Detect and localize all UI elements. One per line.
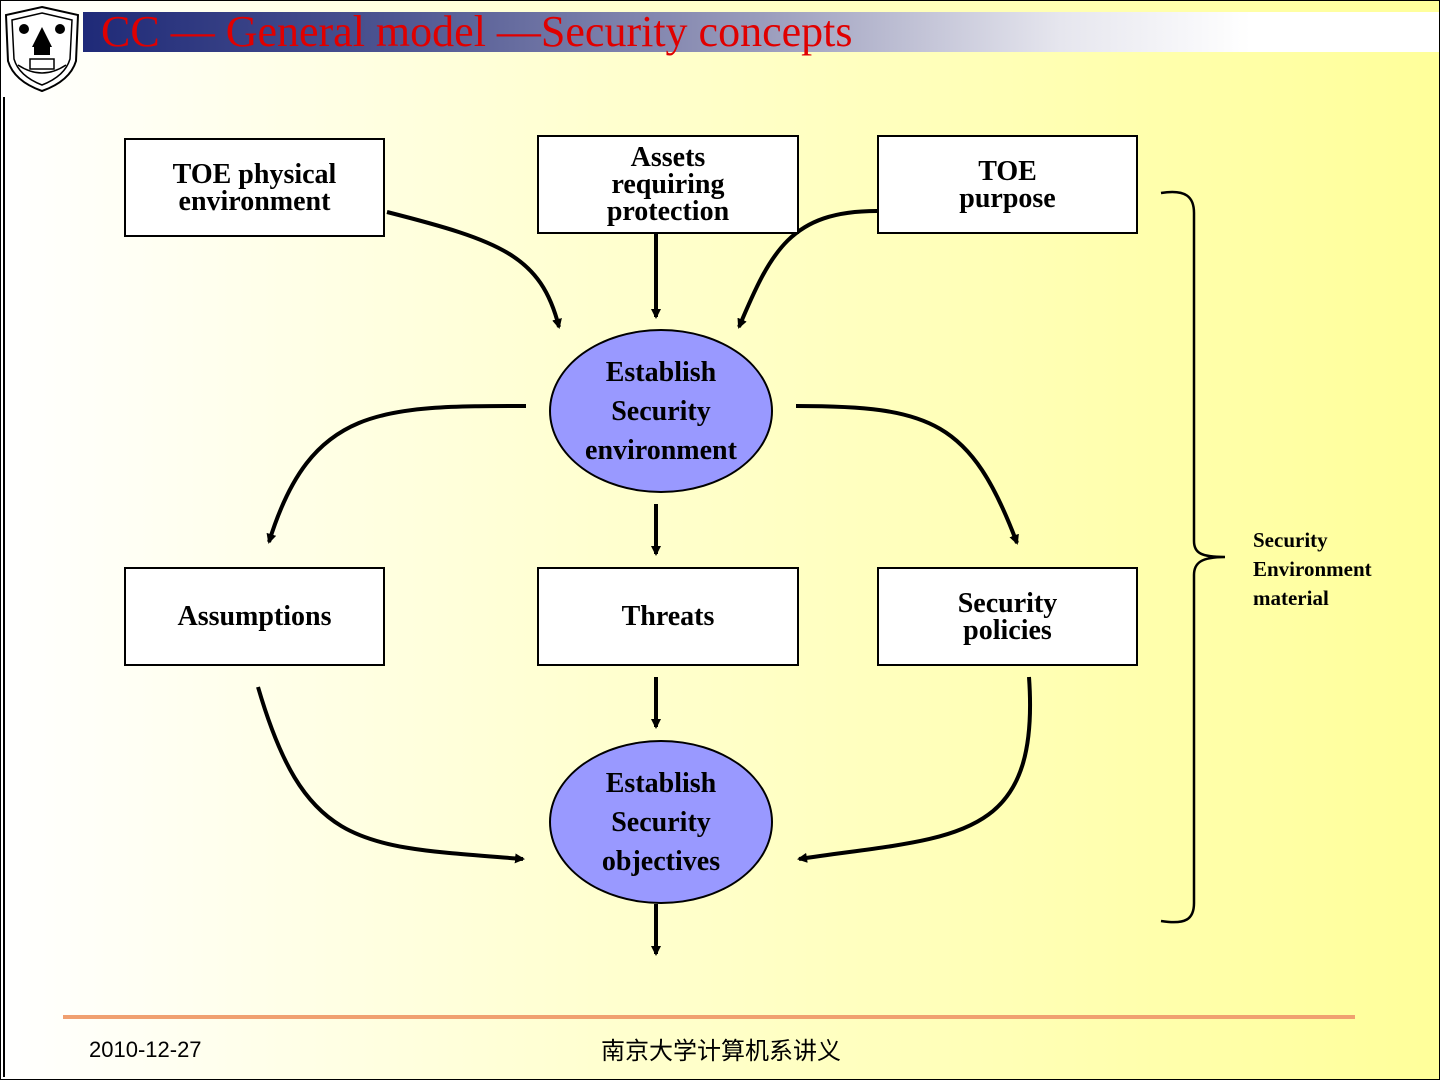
node-security-policies: Security policies bbox=[877, 567, 1138, 666]
brace-label: Security Environment material bbox=[1253, 528, 1372, 610]
node-label: TOE physical environment bbox=[172, 158, 337, 217]
arrow-purpose-to-establish bbox=[737, 209, 878, 329]
right-brace bbox=[1160, 190, 1226, 924]
arrow-policies-to-objectives bbox=[797, 676, 1033, 863]
node-label: TOE purpose bbox=[959, 155, 1056, 214]
page-title: CC — General model —Security concepts bbox=[101, 7, 853, 56]
node-threats: Threats bbox=[537, 567, 799, 666]
node-label: Assets requiring protection bbox=[606, 142, 730, 227]
arrow-assumptions-to-objectives bbox=[256, 686, 525, 864]
node-toe-purpose: TOE purpose bbox=[877, 135, 1138, 234]
footer-divider bbox=[63, 1015, 1355, 1019]
node-establish-security-objectives: Establish Security objectives bbox=[549, 740, 773, 904]
node-label: Establish Security objectives bbox=[601, 767, 721, 877]
node-toe-physical-environment: TOE physical environment bbox=[124, 138, 385, 237]
logo-divider bbox=[3, 97, 5, 1077]
node-assumptions: Assumptions bbox=[124, 567, 385, 666]
university-seal-icon bbox=[4, 5, 80, 93]
arrow-physical-to-establish bbox=[386, 210, 562, 329]
footer-date: 2010-12-27 bbox=[89, 1037, 202, 1062]
node-label: Establish Security environment bbox=[585, 356, 737, 466]
footer-center-text: 南京大学计算机系讲义 bbox=[601, 1037, 841, 1065]
arrow-establish-to-policies bbox=[795, 404, 1019, 545]
arrow-establish-to-assumptions bbox=[266, 404, 527, 544]
node-establish-security-environment: Establish Security environment bbox=[549, 329, 773, 493]
node-assets-requiring-protection: Assets requiring protection bbox=[537, 135, 799, 234]
title-bar bbox=[83, 12, 1439, 52]
node-label: Security policies bbox=[957, 587, 1058, 646]
node-label: Assumptions bbox=[177, 601, 332, 632]
node-label: Threats bbox=[621, 601, 715, 632]
